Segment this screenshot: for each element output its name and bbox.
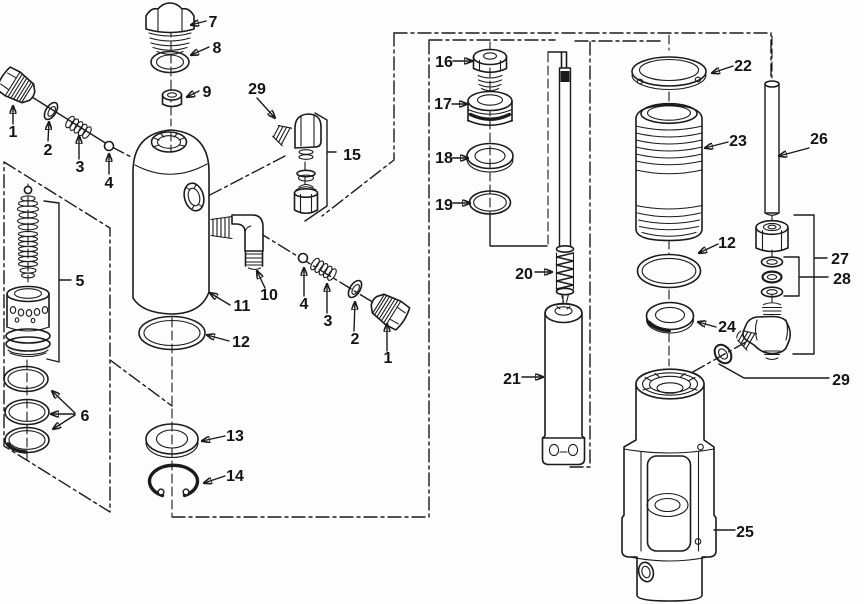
leader-lines xyxy=(13,21,830,531)
callout-24: 24 xyxy=(718,319,736,336)
callout-9: 9 xyxy=(203,84,212,101)
part-15-fitting-drawing xyxy=(293,169,319,215)
callout-14: 14 xyxy=(226,468,244,485)
callout-16: 16 xyxy=(435,54,453,71)
part-2b-gasket-drawing xyxy=(347,279,363,299)
callout-23: 23 xyxy=(729,133,747,150)
part-20-spring-drawing xyxy=(555,245,575,303)
part-11-body-drawing xyxy=(132,129,210,315)
part-26-tube-drawing xyxy=(764,80,780,216)
part-10-elbow-drawing xyxy=(210,214,264,271)
callout-18: 18 xyxy=(435,150,453,167)
callout-10: 10 xyxy=(260,287,278,304)
part-12-o-ring-left-drawing xyxy=(138,315,206,351)
part-2-gasket-drawing xyxy=(43,101,59,121)
callout-2a: 2 xyxy=(44,142,53,159)
callout-29-bottom: 29 xyxy=(832,372,850,389)
callout-3b: 3 xyxy=(324,313,333,330)
callout-28: 28 xyxy=(833,271,851,288)
part-23-cylinder-sleeve-drawing xyxy=(635,102,703,242)
callout-26: 26 xyxy=(810,131,828,148)
part-13-washer-drawing xyxy=(145,423,199,459)
callout-13: 13 xyxy=(226,428,244,445)
callout-8: 8 xyxy=(213,40,222,57)
callout-2b: 2 xyxy=(351,331,360,348)
callout-3a: 3 xyxy=(76,159,85,176)
part-7-plug-drawing xyxy=(145,2,195,55)
callout-6: 6 xyxy=(81,408,90,425)
callout-21: 21 xyxy=(503,371,521,388)
callout-12-right: 12 xyxy=(718,235,736,252)
part-16-packing-nut-drawing xyxy=(472,48,508,92)
part-1b-plug-drawing xyxy=(370,293,411,331)
part-29-seal-washer-drawing xyxy=(713,343,733,365)
callout-25: 25 xyxy=(736,524,754,541)
callout-20: 20 xyxy=(515,266,533,283)
part-12-o-ring-right-drawing xyxy=(636,253,702,289)
callout-5: 5 xyxy=(76,273,85,290)
callout-4b: 4 xyxy=(300,296,309,313)
callout-29-top: 29 xyxy=(248,81,266,98)
part-25-housing-drawing xyxy=(621,368,717,602)
part-5-valve-assembly-drawing xyxy=(5,185,51,358)
part-1-plug-drawing xyxy=(0,66,36,104)
callout-1a: 1 xyxy=(9,124,18,141)
part-21-piston-tube-drawing xyxy=(541,302,586,466)
part-8-o-ring-drawing xyxy=(150,50,190,74)
part-4b-ball-drawing xyxy=(297,252,309,264)
centerlines xyxy=(26,27,773,517)
callout-15: 15 xyxy=(343,147,361,164)
part-24-seal-drawing xyxy=(645,301,695,334)
part-4-ball-drawing xyxy=(103,140,115,152)
part-14-snap-ring-drawing xyxy=(147,463,200,498)
part-3b-spring-drawing xyxy=(310,257,337,281)
callout-labels: 7 8 9 29 1 2 3 4 15 5 6 10 11 12 4 3 2 1… xyxy=(9,14,851,541)
callout-1b: 1 xyxy=(384,350,393,367)
part-6-o-rings-drawing xyxy=(3,365,50,454)
part-29-elbow-drawing xyxy=(272,113,322,160)
callout-27: 27 xyxy=(831,251,849,268)
part-22-retainer-ring-drawing xyxy=(631,56,707,91)
part-9-nut-drawing xyxy=(161,89,183,108)
callout-17: 17 xyxy=(434,96,452,113)
part-17-packing-drawing xyxy=(467,90,513,127)
part-27-28-fitting-stack-drawing xyxy=(736,219,792,361)
callout-19: 19 xyxy=(435,197,453,214)
zone-boundaries xyxy=(3,32,772,518)
callout-12-left: 12 xyxy=(232,334,250,351)
callout-11: 11 xyxy=(234,298,251,315)
piston-rod-drawing xyxy=(558,51,572,251)
callout-22: 22 xyxy=(734,58,752,75)
callout-7: 7 xyxy=(209,14,218,31)
callout-4a: 4 xyxy=(105,175,114,192)
